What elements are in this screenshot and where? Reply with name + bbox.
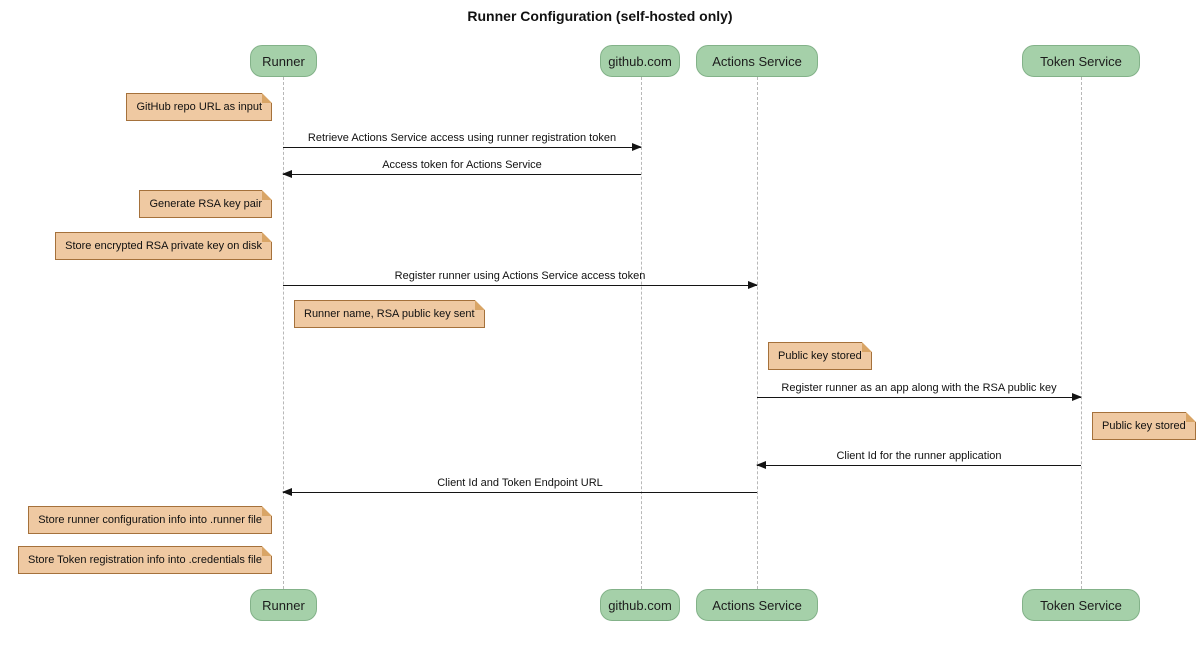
note-store-runner-configuration: Store runner configuration info into .ru… — [28, 506, 272, 534]
participant-token-service-top: Token Service — [1022, 45, 1140, 77]
participant-github-com-top: github.com — [600, 45, 680, 77]
arrow-right-icon — [757, 393, 1082, 401]
message-label: Access token for Actions Service — [382, 159, 542, 171]
lifeline-token-service — [1081, 77, 1082, 589]
message-label: Register runner using Actions Service ac… — [394, 270, 646, 282]
diagram-title: Runner Configuration (self-hosted only) — [467, 8, 733, 24]
arrow-right-icon — [283, 143, 642, 151]
note-runner-name-rsa-public-key: Runner name, RSA public key sent — [294, 300, 485, 328]
arrow-right-icon — [283, 281, 758, 289]
message-register-runner-as-app: Register runner as an app along with the… — [757, 381, 1082, 401]
note-store-token-registration: Store Token registration info into .cred… — [18, 546, 272, 574]
note-public-key-stored-actions-service: Public key stored — [768, 342, 872, 370]
message-label: Retrieve Actions Service access using ru… — [307, 132, 617, 144]
lifeline-actions-service — [757, 77, 758, 589]
message-client-id-and-token-endpoint-url: Client Id and Token Endpoint URL — [282, 476, 757, 496]
message-access-token-for-actions-service: Access token for Actions Service — [282, 158, 641, 178]
message-client-id-for-runner-application: Client Id for the runner application — [756, 449, 1081, 469]
participant-actions-service-top: Actions Service — [696, 45, 818, 77]
participant-token-service-bottom: Token Service — [1022, 589, 1140, 621]
message-retrieve-actions-service-access: Retrieve Actions Service access using ru… — [283, 131, 642, 151]
message-label: Client Id for the runner application — [836, 450, 1002, 462]
message-label: Client Id and Token Endpoint URL — [437, 477, 603, 489]
note-store-encrypted-rsa-private-key: Store encrypted RSA private key on disk — [55, 232, 272, 260]
participant-runner-top: Runner — [250, 45, 317, 77]
participant-runner-bottom: Runner — [250, 589, 317, 621]
participant-actions-service-bottom: Actions Service — [696, 589, 818, 621]
note-public-key-stored-token-service: Public key stored — [1092, 412, 1196, 440]
arrow-left-icon — [282, 170, 641, 178]
lifeline-github-com — [641, 77, 642, 589]
arrow-left-icon — [756, 461, 1081, 469]
arrow-left-icon — [282, 488, 757, 496]
note-generate-rsa-key-pair: Generate RSA key pair — [139, 190, 272, 218]
message-register-runner: Register runner using Actions Service ac… — [283, 269, 758, 289]
message-label: Register runner as an app along with the… — [781, 382, 1057, 394]
note-github-repo-url: GitHub repo URL as input — [126, 93, 272, 121]
lifeline-runner — [283, 77, 284, 589]
participant-github-com-bottom: github.com — [600, 589, 680, 621]
